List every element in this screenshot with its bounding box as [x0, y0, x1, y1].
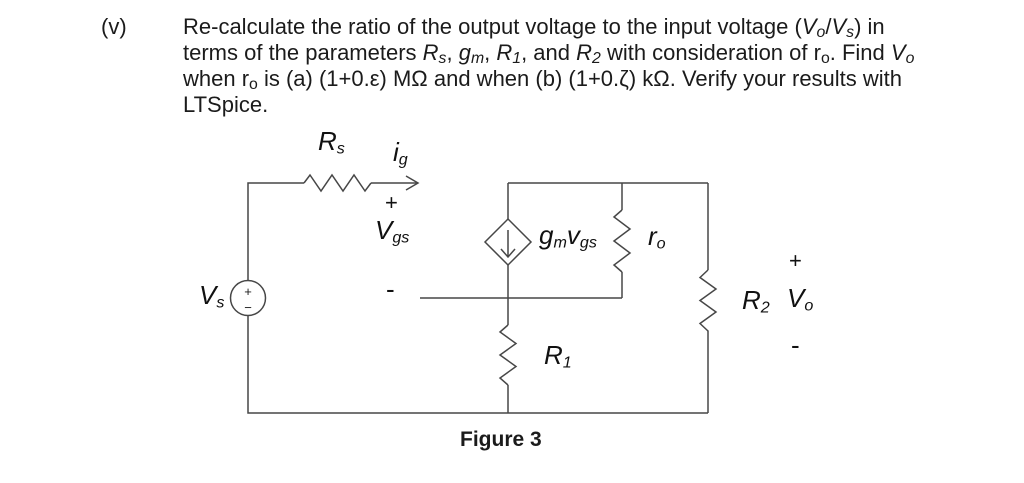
- problem-line-1: Re-calculate the ratio of the output vol…: [183, 14, 885, 41]
- resistor-ro-symbol: [612, 209, 632, 273]
- ig-arrowhead-icon: [405, 175, 420, 191]
- resistor-r1-symbol: [498, 324, 518, 386]
- resistor-rs-symbol: [303, 173, 372, 193]
- problem-line-4: LTSpice.: [183, 92, 269, 117]
- wire-bottom: [247, 315, 708, 414]
- gate-plus-sign: +: [385, 190, 398, 215]
- output-minus-sign: -: [791, 330, 800, 360]
- source-minus-sign: −: [244, 300, 252, 315]
- problem-line-3: when ro is (a) (1+0.ε) MΩ and when (b) (…: [183, 66, 903, 93]
- dependent-source-arrow-icon: [500, 230, 516, 259]
- figure-caption: Figure 3: [460, 428, 542, 451]
- resistor-r2-symbol: [698, 269, 718, 332]
- rs-label: Rs: [318, 126, 345, 158]
- source-plus-sign: +: [244, 284, 252, 299]
- gate-minus-sign: -: [386, 274, 395, 304]
- r2-label: R2: [742, 285, 770, 317]
- problem-text: Re-calculate the ratio of the output vol…: [183, 14, 914, 118]
- vs-label: Vs: [199, 280, 225, 312]
- vgs-label: Vgs: [375, 215, 410, 247]
- ro-label: ro: [648, 221, 666, 253]
- r1-label: R1: [544, 340, 572, 372]
- problem-line-2: terms of the parameters Rs, gm, R1, and …: [183, 40, 915, 67]
- ig-label: ig: [393, 137, 408, 169]
- vo-label: Vo: [787, 283, 814, 315]
- output-plus-sign: +: [789, 248, 802, 273]
- problem-item-label: (v): [101, 14, 127, 39]
- wire-left-top: [247, 182, 304, 281]
- gmvgs-label: gmvgs: [539, 220, 597, 252]
